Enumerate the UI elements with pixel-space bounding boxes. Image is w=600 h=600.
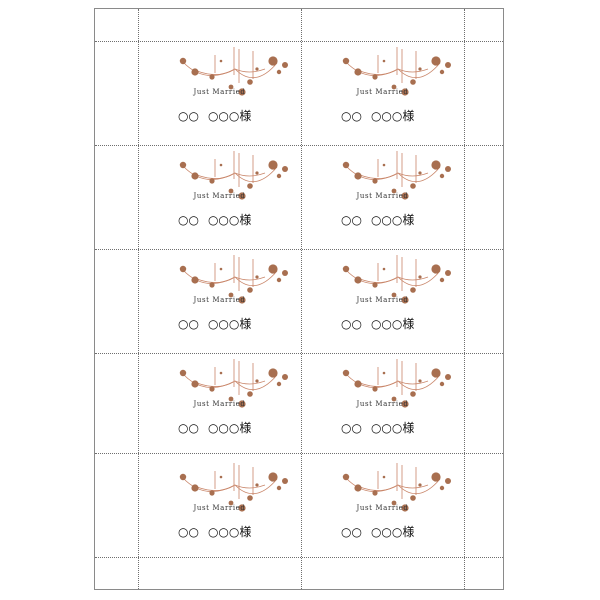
flower-garland-icon — [342, 359, 451, 408]
label-card: Just Married ○○○○○様 — [138, 145, 301, 249]
flower-garland-icon — [179, 255, 288, 304]
guest-last-name: ○○○ — [370, 109, 403, 123]
guest-last-name: ○○○ — [207, 317, 240, 331]
honorific-suffix: 様 — [402, 525, 415, 539]
flower-garland-icon — [342, 255, 451, 304]
honorific-suffix: 様 — [239, 525, 252, 539]
just-married-title: Just Married — [193, 400, 246, 408]
guest-last-name: ○○○ — [370, 525, 403, 539]
guest-name-line: ○○○○○様 — [341, 211, 414, 228]
honorific-suffix: 様 — [402, 421, 415, 435]
guest-name-line: ○○○○○様 — [178, 107, 251, 124]
flower-garland-icon — [179, 151, 288, 200]
guest-first-name: ○○ — [341, 213, 362, 227]
cut-guide-horizontal — [95, 249, 503, 250]
guest-name-line: ○○○○○様 — [341, 107, 414, 124]
guest-name-line: ○○○○○様 — [341, 523, 414, 540]
cut-guide-horizontal — [95, 41, 503, 42]
label-card: Just Married ○○○○○様 — [138, 41, 301, 145]
honorific-suffix: 様 — [402, 213, 415, 227]
just-married-title: Just Married — [356, 192, 409, 200]
label-card: Just Married ○○○○○様 — [138, 353, 301, 457]
honorific-suffix: 様 — [239, 421, 252, 435]
cut-guide-vertical — [464, 9, 465, 589]
guest-last-name: ○○○ — [370, 317, 403, 331]
honorific-suffix: 様 — [402, 109, 415, 123]
cut-guide-vertical — [138, 9, 139, 589]
guest-name-line: ○○○○○様 — [178, 315, 251, 332]
cut-guide-horizontal — [95, 453, 503, 454]
just-married-title: Just Married — [193, 504, 246, 512]
honorific-suffix: 様 — [239, 317, 252, 331]
guest-last-name: ○○○ — [207, 421, 240, 435]
flower-garland-icon — [179, 359, 288, 408]
guest-last-name: ○○○ — [370, 213, 403, 227]
guest-name-line: ○○○○○様 — [341, 419, 414, 436]
honorific-suffix: 様 — [239, 213, 252, 227]
guest-first-name: ○○ — [341, 317, 362, 331]
label-card: Just Married ○○○○○様 — [301, 353, 464, 457]
guest-first-name: ○○ — [341, 109, 362, 123]
guest-first-name: ○○ — [341, 525, 362, 539]
label-card: Just Married ○○○○○様 — [301, 249, 464, 353]
flower-garland-icon — [179, 47, 288, 96]
label-card: Just Married ○○○○○様 — [301, 457, 464, 561]
guest-first-name: ○○ — [178, 421, 199, 435]
just-married-title: Just Married — [356, 296, 409, 304]
guest-last-name: ○○○ — [207, 213, 240, 227]
cut-guide-horizontal — [95, 145, 503, 146]
flower-garland-icon — [342, 463, 451, 512]
flower-garland-icon — [179, 463, 288, 512]
flower-garland-icon — [342, 47, 451, 96]
guest-name-line: ○○○○○様 — [178, 523, 251, 540]
guest-last-name: ○○○ — [207, 525, 240, 539]
flower-garland-icon — [342, 151, 451, 200]
cut-guide-horizontal — [95, 353, 503, 354]
label-card: Just Married ○○○○○様 — [301, 145, 464, 249]
guest-name-line: ○○○○○様 — [341, 315, 414, 332]
guest-first-name: ○○ — [178, 109, 199, 123]
guest-name-line: ○○○○○様 — [178, 211, 251, 228]
honorific-suffix: 様 — [239, 109, 252, 123]
guest-last-name: ○○○ — [207, 109, 240, 123]
label-card: Just Married ○○○○○様 — [138, 249, 301, 353]
just-married-title: Just Married — [356, 400, 409, 408]
just-married-title: Just Married — [193, 296, 246, 304]
label-card: Just Married ○○○○○様 — [138, 457, 301, 561]
cut-guide-vertical — [301, 9, 302, 589]
guest-last-name: ○○○ — [370, 421, 403, 435]
guest-first-name: ○○ — [178, 317, 199, 331]
label-sheet: Just Married ○○○○○様 J — [94, 8, 504, 590]
just-married-title: Just Married — [193, 88, 246, 96]
cut-guide-horizontal — [95, 557, 503, 558]
guest-first-name: ○○ — [178, 213, 199, 227]
guest-first-name: ○○ — [178, 525, 199, 539]
label-card: Just Married ○○○○○様 — [301, 41, 464, 145]
just-married-title: Just Married — [193, 192, 246, 200]
guest-first-name: ○○ — [341, 421, 362, 435]
just-married-title: Just Married — [356, 504, 409, 512]
guest-name-line: ○○○○○様 — [178, 419, 251, 436]
just-married-title: Just Married — [356, 88, 409, 96]
honorific-suffix: 様 — [402, 317, 415, 331]
